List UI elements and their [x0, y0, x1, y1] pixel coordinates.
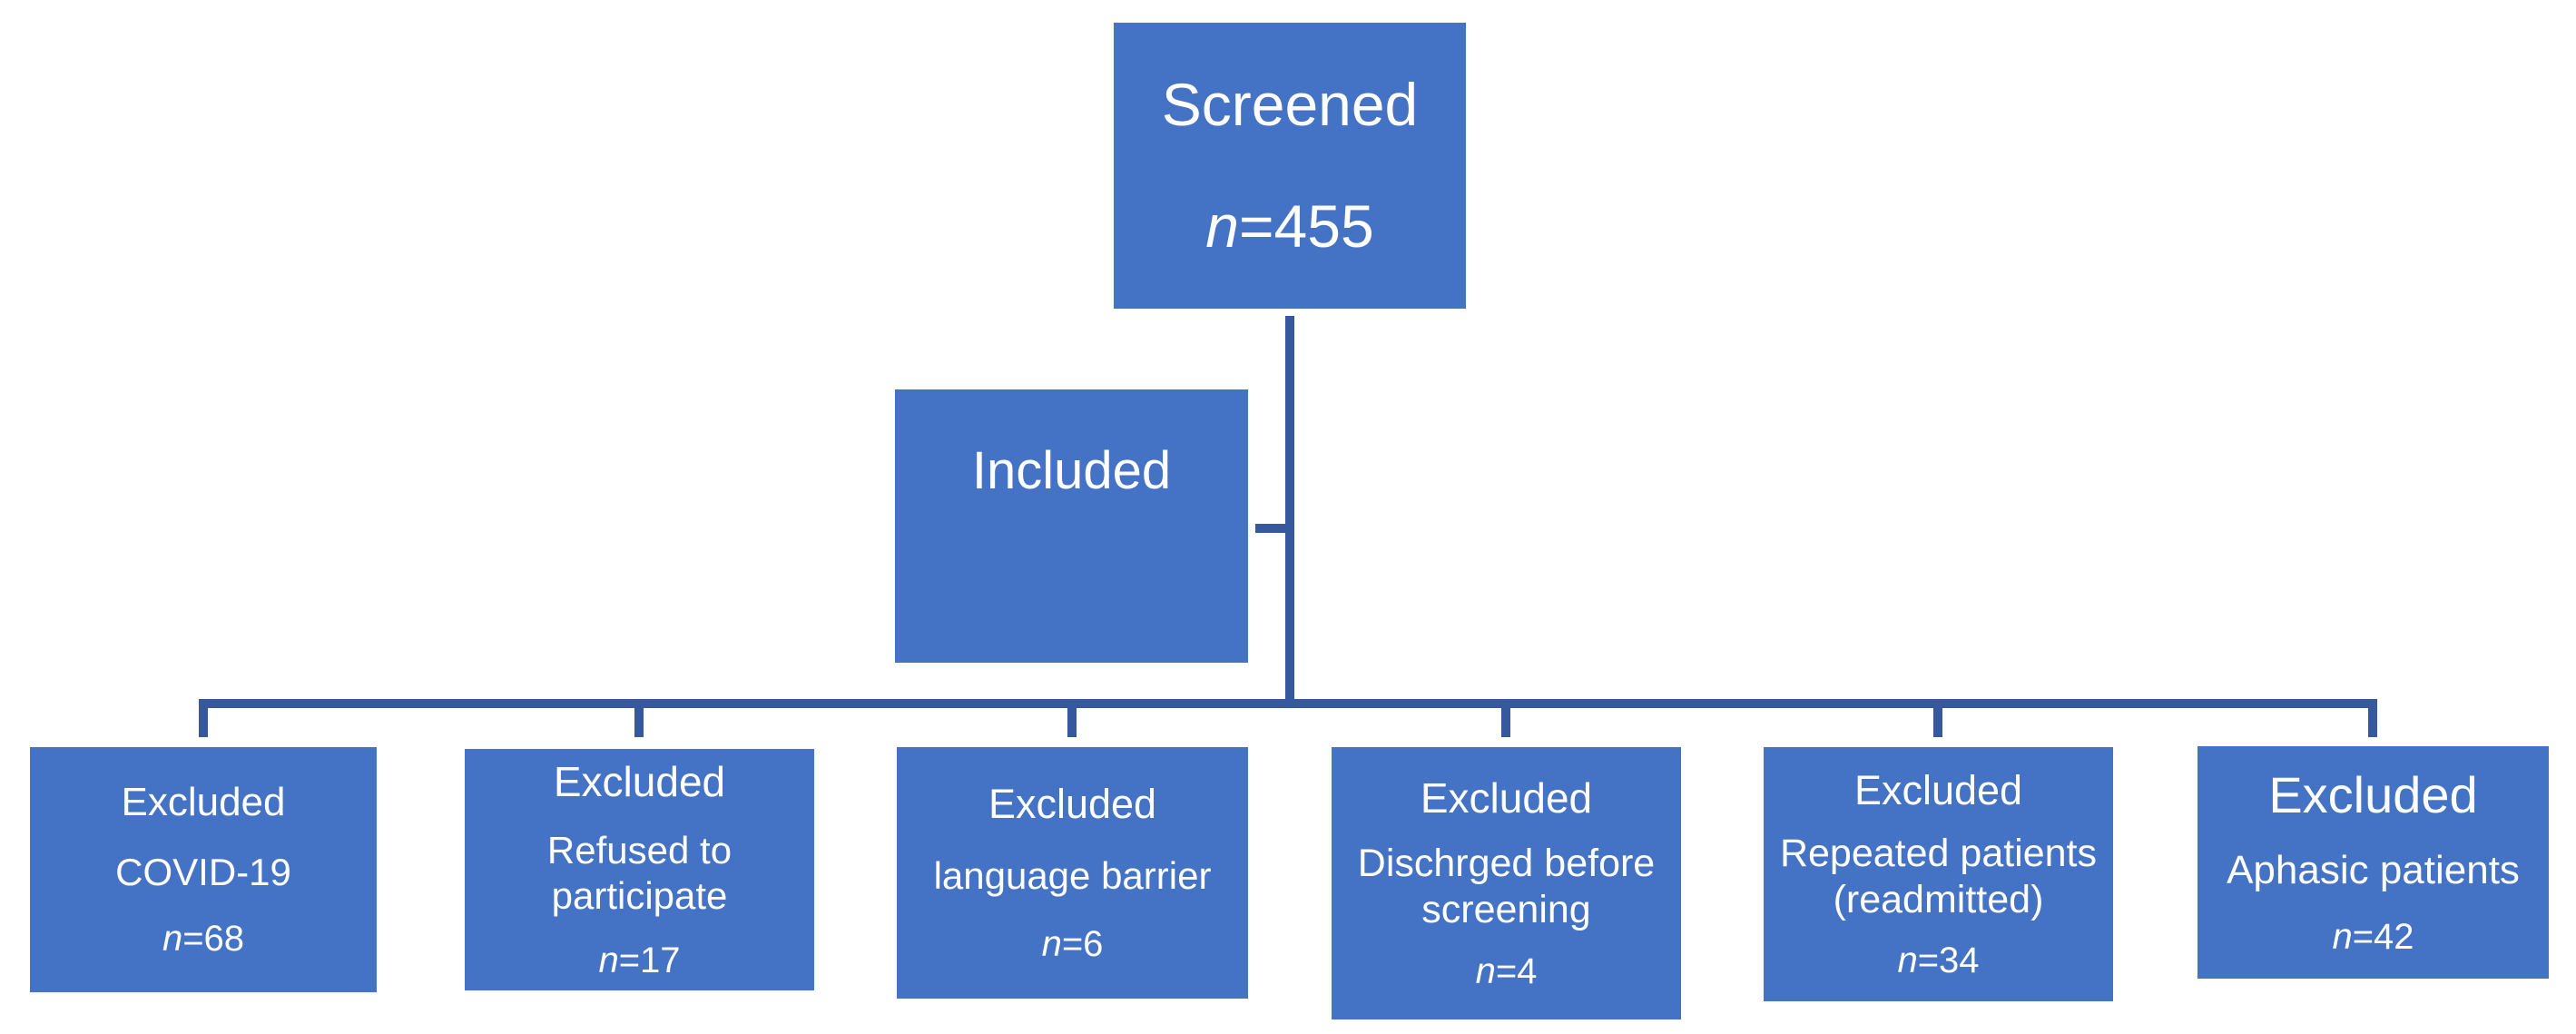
excluded-count: n=6	[1042, 923, 1104, 966]
excluded-box-aphasic: Excluded Aphasic patients n=42	[2197, 746, 2549, 979]
excluded-count: n=34	[1897, 940, 1979, 982]
excluded-box-language: Excluded language barrier n=6	[897, 747, 1248, 999]
excluded-title: Excluded	[1420, 773, 1593, 822]
excluded-count: n=42	[2332, 916, 2414, 959]
excluded-box-covid: Excluded COVID-19 n=68	[30, 747, 377, 992]
included-box: Included	[895, 389, 1248, 663]
excluded-box-repeated: Excluded Repeated patients (readmitted) …	[1764, 747, 2113, 1001]
excluded-title: Excluded	[1853, 767, 2023, 814]
connector-drop-covid	[199, 699, 208, 737]
connector-drop-discharged	[1501, 699, 1510, 737]
connector-horizontal-main	[199, 699, 2377, 708]
excluded-reason: language barrier	[933, 853, 1212, 897]
excluded-count-value: =4	[1495, 951, 1538, 992]
excluded-count-n: n	[598, 940, 619, 981]
excluded-count-value: =68	[182, 919, 245, 960]
included-title: Included	[971, 441, 1172, 500]
excluded-title: Excluded	[2268, 766, 2478, 824]
excluded-title: Excluded	[553, 757, 726, 805]
excluded-title: Excluded	[121, 779, 286, 824]
connector-drop-aphasic	[2368, 699, 2377, 737]
excluded-count-n: n	[2332, 917, 2353, 958]
screened-count-value: =455	[1239, 192, 1374, 260]
excluded-count: n=4	[1476, 950, 1538, 993]
connector-drop-refused	[634, 699, 644, 737]
screened-title: Screened	[1161, 70, 1419, 138]
connector-vertical-main	[1285, 316, 1294, 708]
screened-box: Screened n=455	[1114, 23, 1466, 309]
screened-count-n: n	[1205, 192, 1240, 260]
excluded-count-value: =17	[618, 940, 681, 981]
excluded-reason: Refused to participate	[546, 829, 742, 917]
excluded-reason: Dischrged before screening	[1357, 841, 1667, 931]
excluded-reason: Repeated patients (readmitted)	[1779, 832, 2108, 921]
excluded-reason: COVID-19	[115, 850, 291, 893]
excluded-count-n: n	[1897, 940, 1918, 980]
connector-drop-language	[1067, 699, 1077, 737]
excluded-count-n: n	[1475, 951, 1496, 992]
excluded-count-value: =6	[1061, 924, 1104, 965]
excluded-count: n=68	[162, 918, 244, 960]
excluded-count-n: n	[162, 919, 183, 960]
excluded-box-discharged: Excluded Dischrged before screening n=4	[1332, 747, 1681, 1019]
excluded-title: Excluded	[988, 780, 1157, 827]
excluded-count-n: n	[1041, 924, 1062, 965]
connector-included-tick	[1255, 524, 1285, 533]
excluded-count-value: =34	[1917, 940, 1980, 980]
excluded-count: n=17	[598, 940, 680, 982]
connector-drop-repeated	[1933, 699, 1942, 737]
excluded-count-value: =42	[2352, 917, 2414, 958]
screened-count: n=455	[1205, 192, 1373, 262]
excluded-reason: Aphasic patients	[2227, 848, 2520, 893]
excluded-box-refused: Excluded Refused to participate n=17	[465, 749, 814, 990]
